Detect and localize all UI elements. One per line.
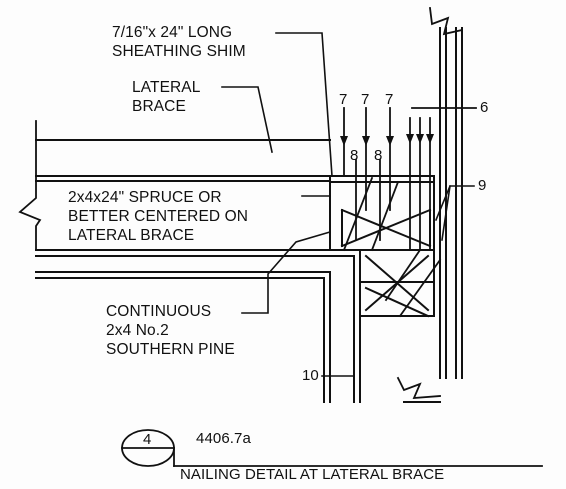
callout-10: 10 xyxy=(302,367,319,384)
spruce-block xyxy=(329,175,435,251)
callout-8b: 8 xyxy=(374,147,383,164)
nail-heads xyxy=(340,134,434,146)
callout-6: 6 xyxy=(480,99,489,116)
title-block xyxy=(121,429,543,467)
label-pine-line2: 2x4 No.2 xyxy=(106,322,169,339)
callout-9: 9 xyxy=(478,177,487,194)
label-pine-line3: SOUTHERN PINE xyxy=(106,341,235,358)
label-sheathing-line2: SHEATHING SHIM xyxy=(112,43,246,60)
detail-reference: 4406.7a xyxy=(196,430,251,447)
leader-lines xyxy=(221,32,475,377)
label-spruce-line1: 2x4x24" SPRUCE OR xyxy=(68,189,222,206)
label-lateral-line2: BRACE xyxy=(132,98,186,115)
label-spruce-line2: BETTER CENTERED ON xyxy=(68,208,249,225)
joist-member xyxy=(18,120,331,251)
callout-7b: 7 xyxy=(361,91,370,108)
label-sheathing-line1: 7/16"x 24" LONG xyxy=(112,24,233,41)
callout-8a: 8 xyxy=(350,147,359,164)
label-lateral-line1: LATERAL xyxy=(132,79,201,96)
label-pine-line1: CONTINUOUS xyxy=(106,303,212,320)
callout-7a: 7 xyxy=(339,91,348,108)
label-spruce-line3: LATERAL BRACE xyxy=(68,227,195,244)
detail-number: 4 xyxy=(143,431,152,448)
callout-7c: 7 xyxy=(385,91,394,108)
vertical-chord xyxy=(396,6,463,403)
detail-title: NAILING DETAIL AT LATERAL BRACE xyxy=(180,466,445,483)
